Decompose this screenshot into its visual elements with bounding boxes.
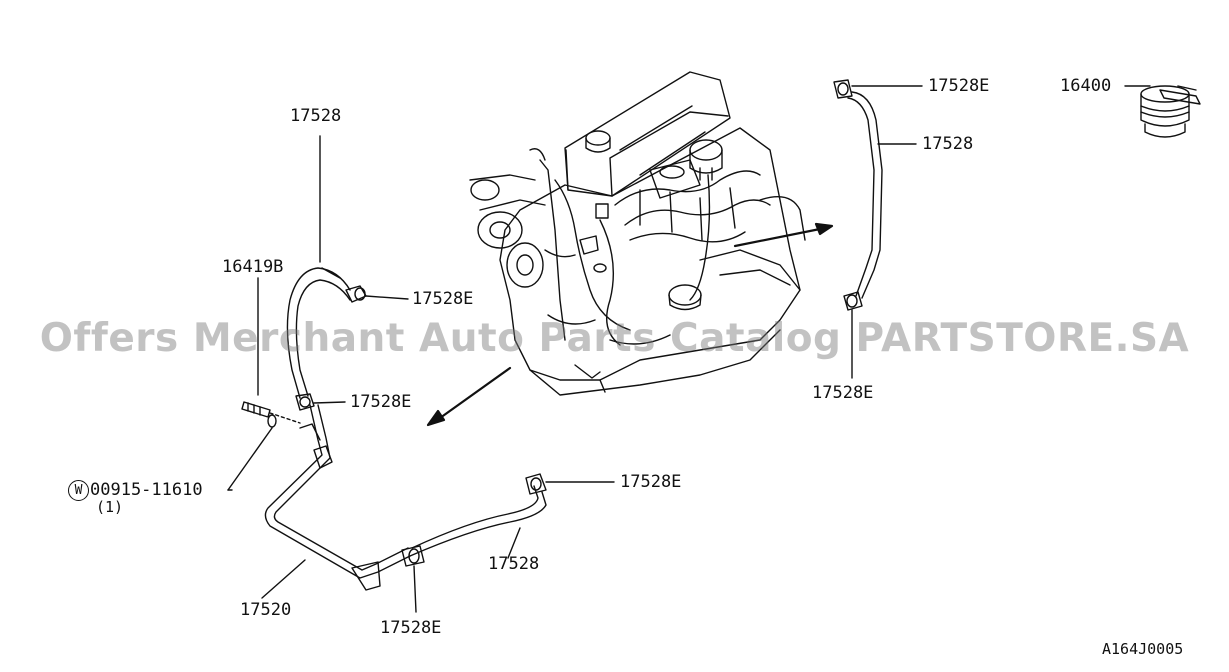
arrow-left-line (440, 368, 510, 418)
clamp-bottom (402, 546, 424, 612)
label-bolt-16419b[interactable]: 16419B (222, 257, 284, 277)
clamp-bottom-right (526, 474, 614, 494)
washer-symbol-w: W (68, 480, 89, 501)
clamp-right-bottom (844, 292, 862, 378)
arrow-right-head (816, 224, 832, 234)
label-clamp-17528e-bottom-right[interactable]: 17528E (620, 472, 682, 492)
label-hose-17528-bottom[interactable]: 17528 (488, 554, 540, 574)
arrow-right-line (735, 229, 820, 246)
arrow-left-head (428, 411, 444, 425)
figure-code: A164J0005 (1102, 640, 1184, 658)
direction-arrows (428, 224, 832, 425)
label-tube-17520[interactable]: 17520 (240, 600, 292, 620)
bolt-16419b (242, 278, 300, 423)
hose-left (287, 268, 350, 398)
label-washer-qty: (1) (96, 498, 124, 516)
label-washer-00915-11610[interactable]: 00915-11610 (90, 480, 203, 500)
fuel-filter-16400 (1125, 86, 1200, 137)
clamp-left-mid (296, 394, 345, 410)
label-clamp-17528e-right-bottom[interactable]: 17528E (812, 383, 874, 403)
label-clamp-17528e-bottom[interactable]: 17528E (380, 618, 442, 638)
hose-right (848, 92, 916, 298)
tube-17520 (262, 405, 410, 598)
label-clamp-17528e-left-mid[interactable]: 17528E (350, 392, 412, 412)
label-hose-17528-left[interactable]: 17528 (290, 106, 342, 126)
clamp-right-top (834, 80, 922, 98)
label-hose-17528-right[interactable]: 17528 (922, 134, 974, 154)
washer (228, 415, 276, 490)
label-clamp-17528e-left-upper[interactable]: 17528E (412, 289, 474, 309)
hose-bottom (410, 486, 546, 558)
engine-illustration (470, 72, 805, 395)
label-clamp-17528e-right-top[interactable]: 17528E (928, 76, 990, 96)
label-fuel-filter-16400[interactable]: 16400 (1060, 76, 1112, 96)
clamp-left-upper (346, 286, 408, 302)
